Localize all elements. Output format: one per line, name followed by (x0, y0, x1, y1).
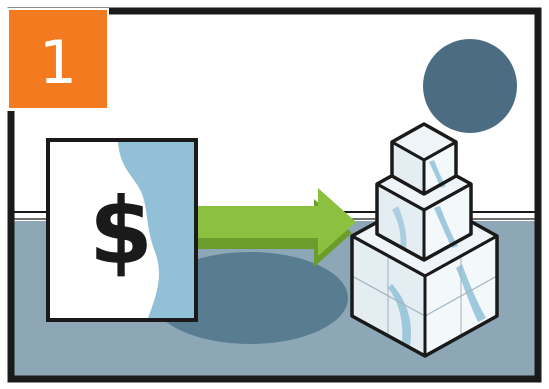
step-number: 1 (39, 28, 77, 98)
sun-circle (423, 39, 517, 133)
money-bill: $ (48, 140, 196, 320)
dollar-sign: $ (89, 178, 153, 285)
step-badge: 1 (6, 8, 109, 111)
